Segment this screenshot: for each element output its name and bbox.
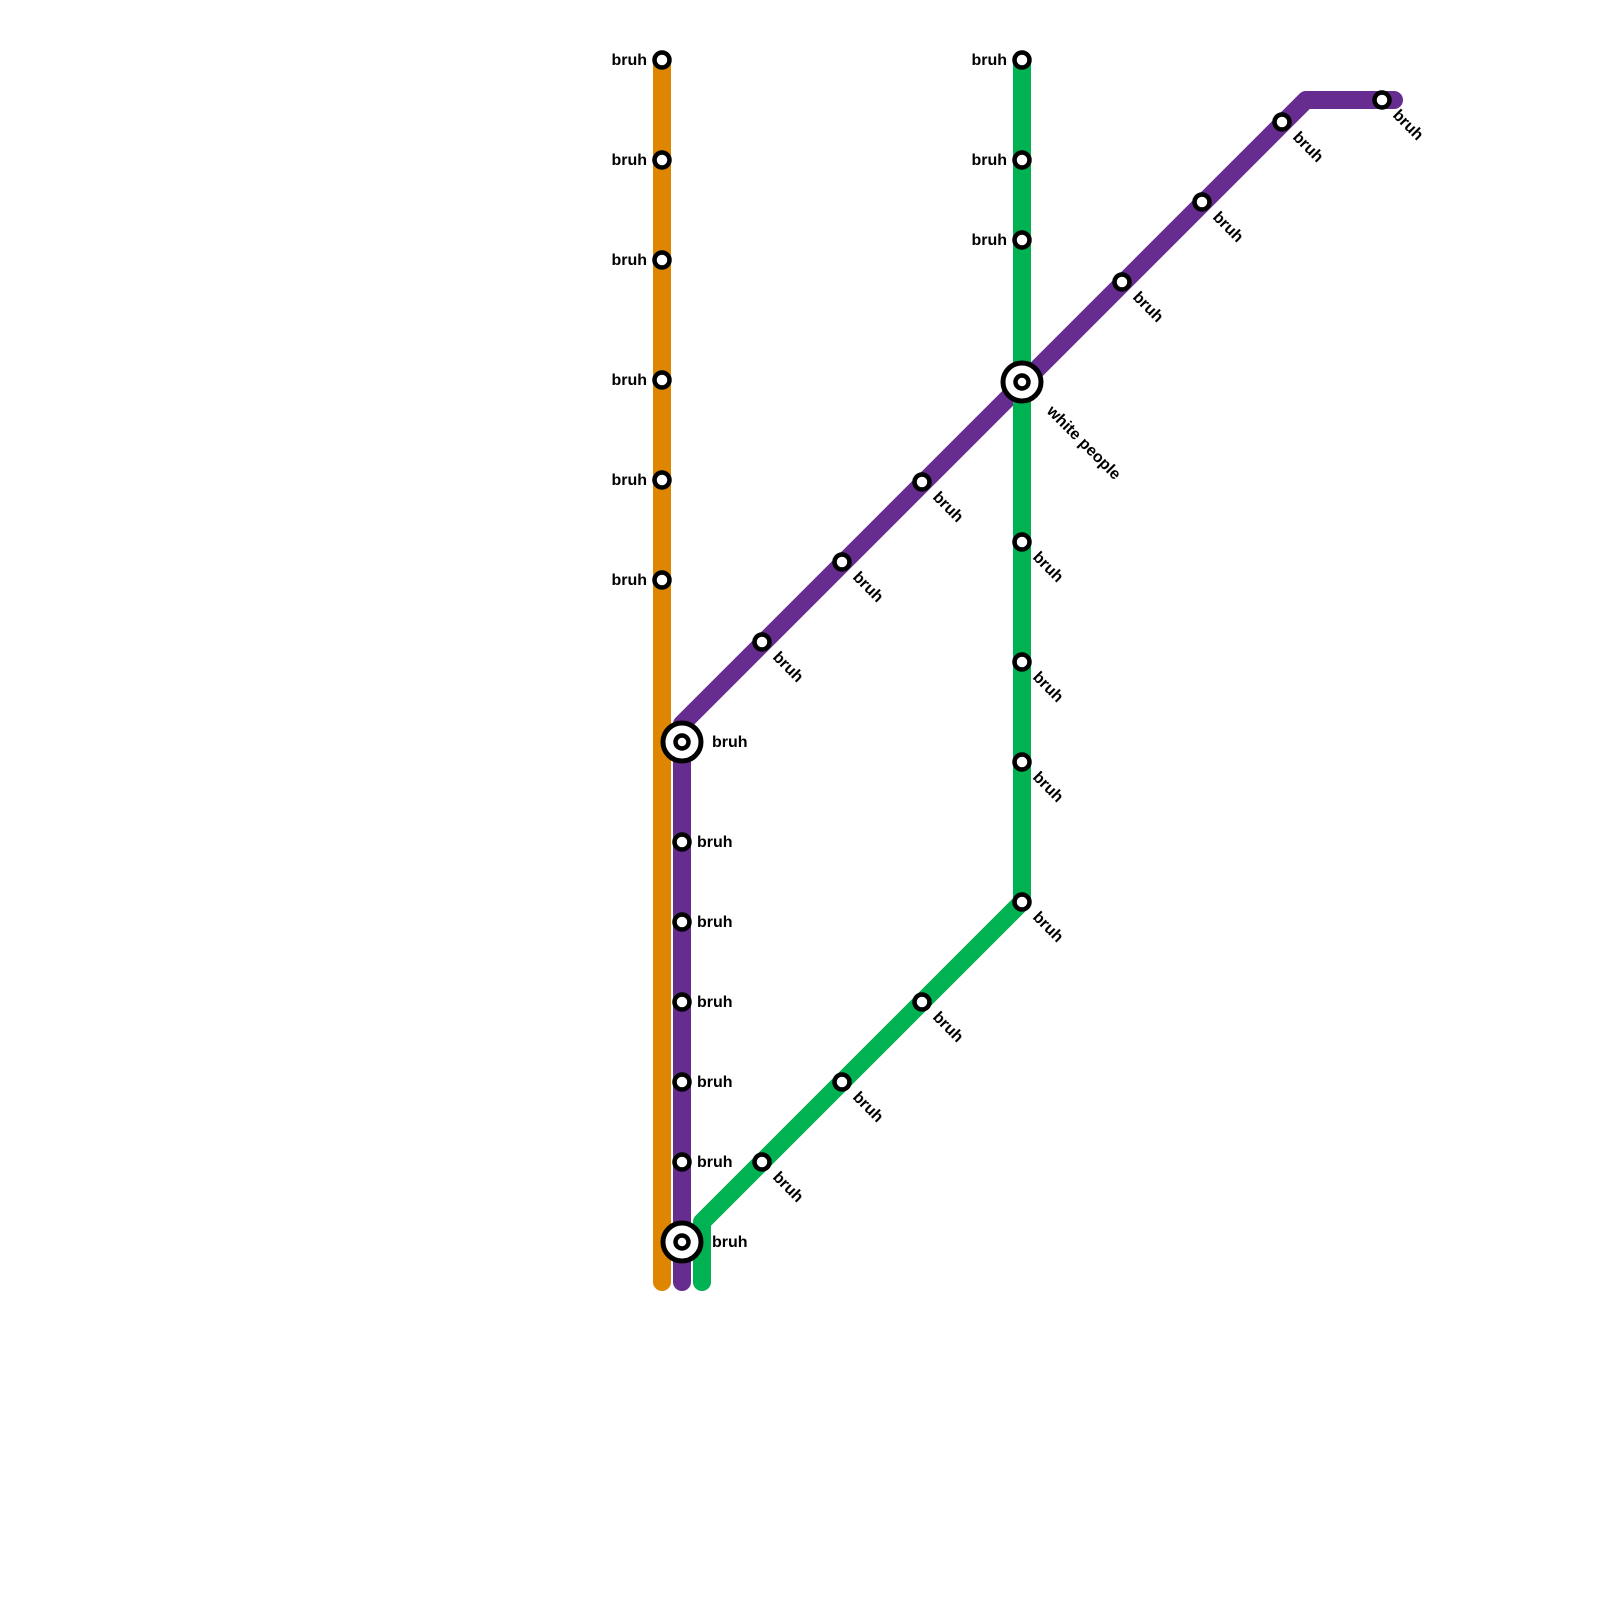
station-purple-ne-3[interactable] <box>1272 112 1292 132</box>
station-purple-diag-2[interactable] <box>832 552 852 572</box>
station-label-green-diag-2: bruh <box>849 1089 886 1126</box>
station-label-orange-4: bruh <box>611 372 647 389</box>
station-marker-icon <box>1012 752 1032 772</box>
station-marker-icon <box>752 1152 772 1172</box>
station-label-purple-interchange-1: bruh <box>712 734 748 751</box>
station-label-orange-2: bruh <box>611 152 647 169</box>
station-label-purple-3: bruh <box>697 994 733 1011</box>
station-marker-icon <box>1012 652 1032 672</box>
station-marker-icon <box>832 1072 852 1092</box>
station-label-purple-diag-1: bruh <box>769 649 806 686</box>
station-orange-5[interactable] <box>652 470 672 490</box>
station-label-purple-ne-1: bruh <box>1129 289 1166 326</box>
station-label-purple-5: bruh <box>697 1154 733 1171</box>
station-purple-5[interactable] <box>672 1152 692 1172</box>
station-green-mid-3[interactable] <box>1012 752 1032 772</box>
station-orange-2[interactable] <box>652 150 672 170</box>
station-label-interchange-bottom: bruh <box>712 1234 748 1251</box>
station-green-mid-2[interactable] <box>1012 652 1032 672</box>
interchange-dot-icon <box>673 1233 691 1251</box>
station-label-green-diag-3: bruh <box>769 1169 806 1206</box>
station-marker-icon <box>652 470 672 490</box>
station-purple-ne-1[interactable] <box>1112 272 1132 292</box>
station-purple-3[interactable] <box>672 992 692 1012</box>
station-marker-icon <box>672 1152 692 1172</box>
station-marker-icon <box>672 832 692 852</box>
station-marker-icon <box>652 150 672 170</box>
station-label-green-top-1: bruh <box>971 52 1007 69</box>
station-green-bend[interactable] <box>1012 892 1032 912</box>
station-orange-1[interactable] <box>652 50 672 70</box>
station-label-green-top-2: bruh <box>971 152 1007 169</box>
station-green-diag-2[interactable] <box>832 1072 852 1092</box>
station-marker-icon <box>672 992 692 1012</box>
interchange-dot-icon <box>673 733 691 751</box>
station-green-mid-1[interactable] <box>1012 532 1032 552</box>
station-label-orange-1: bruh <box>611 52 647 69</box>
station-label-white-people: white people <box>1042 402 1123 483</box>
station-purple-terminus[interactable] <box>1372 90 1392 110</box>
station-orange-6[interactable] <box>652 570 672 590</box>
station-orange-3[interactable] <box>652 250 672 270</box>
station-purple-1[interactable] <box>672 832 692 852</box>
station-green-diag-3[interactable] <box>752 1152 772 1172</box>
station-label-purple-ne-2: bruh <box>1209 209 1246 246</box>
station-label-green-bend: bruh <box>1029 909 1066 946</box>
station-marker-icon <box>652 50 672 70</box>
station-green-top-1[interactable] <box>1012 50 1032 70</box>
station-label-purple-terminus: bruh <box>1389 107 1426 144</box>
station-purple-diag-1[interactable] <box>752 632 772 652</box>
station-marker-icon <box>912 472 932 492</box>
interchange-purple-interchange-1[interactable] <box>660 720 704 764</box>
station-marker-icon <box>1272 112 1292 132</box>
station-marker-icon <box>912 992 932 1012</box>
station-marker-icon <box>672 912 692 932</box>
station-label-purple-2: bruh <box>697 914 733 931</box>
interchange-dot-icon <box>1013 373 1031 391</box>
station-label-green-mid-1: bruh <box>1029 549 1066 586</box>
station-marker-icon <box>1012 150 1032 170</box>
station-purple-ne-2[interactable] <box>1192 192 1212 212</box>
station-marker-icon <box>1192 192 1212 212</box>
station-label-orange-6: bruh <box>611 572 647 589</box>
purple-line <box>673 91 1403 1291</box>
station-label-purple-1: bruh <box>697 834 733 851</box>
station-marker-icon <box>652 250 672 270</box>
station-purple-2[interactable] <box>672 912 692 932</box>
station-label-green-mid-2: bruh <box>1029 669 1066 706</box>
station-marker-icon <box>752 632 772 652</box>
interchange-white-people[interactable] <box>1000 360 1044 404</box>
station-purple-4[interactable] <box>672 1072 692 1092</box>
station-label-purple-4: bruh <box>697 1074 733 1091</box>
station-label-purple-diag-3: bruh <box>929 489 966 526</box>
station-label-green-diag-1: bruh <box>929 1009 966 1046</box>
station-marker-icon <box>672 1072 692 1092</box>
station-marker-icon <box>1112 272 1132 292</box>
station-marker-icon <box>652 570 672 590</box>
station-marker-icon <box>1012 230 1032 250</box>
station-marker-icon <box>1012 532 1032 552</box>
green-line <box>693 51 1031 1291</box>
station-orange-4[interactable] <box>652 370 672 390</box>
interchange-interchange-bottom[interactable] <box>660 1220 704 1264</box>
station-label-orange-3: bruh <box>611 252 647 269</box>
station-marker-icon <box>1012 50 1032 70</box>
station-green-top-3[interactable] <box>1012 230 1032 250</box>
station-marker-icon <box>1372 90 1392 110</box>
station-label-green-mid-3: bruh <box>1029 769 1066 806</box>
station-label-purple-diag-2: bruh <box>849 569 886 606</box>
station-green-top-2[interactable] <box>1012 150 1032 170</box>
station-marker-icon <box>652 370 672 390</box>
station-green-diag-1[interactable] <box>912 992 932 1012</box>
station-purple-diag-3[interactable] <box>912 472 932 492</box>
stations <box>652 50 1392 1264</box>
station-label-green-top-3: bruh <box>971 232 1007 249</box>
station-label-purple-ne-3: bruh <box>1289 129 1326 166</box>
station-label-orange-5: bruh <box>611 472 647 489</box>
station-marker-icon <box>832 552 852 572</box>
station-marker-icon <box>1012 892 1032 912</box>
